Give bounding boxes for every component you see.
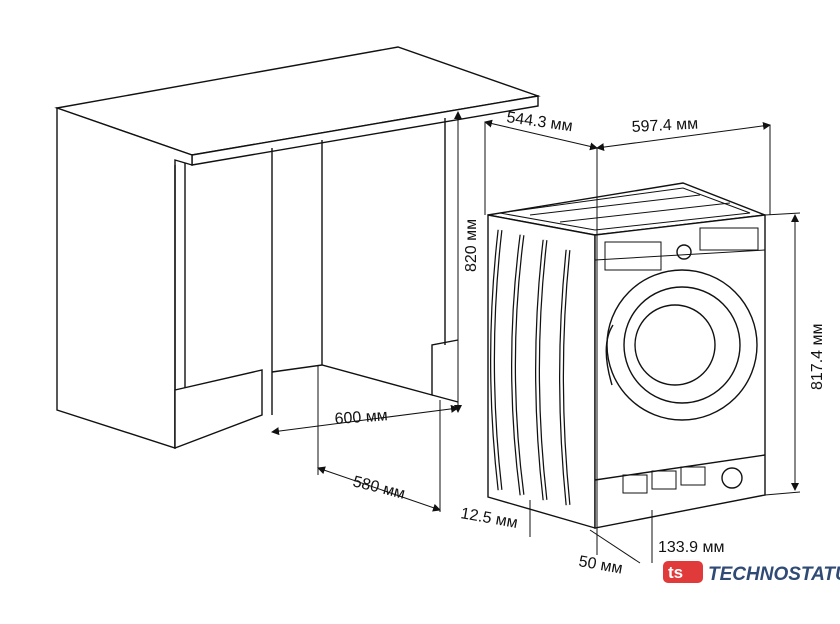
dim-niche-height: 820 мм [463, 219, 480, 272]
door-handle [605, 324, 614, 386]
dimension-lines [271, 111, 801, 564]
side-ribs [490, 229, 571, 506]
dim-foot-gap: 12.5 мм [459, 505, 519, 532]
logo-mark-text: ts [668, 563, 683, 582]
dim-niche-width: 600 мм [334, 407, 388, 428]
dim-depth-top: 544.3 мм [505, 109, 573, 135]
control-display [699, 227, 759, 251]
dim-plinth-height: 133.9 мм [658, 539, 724, 556]
dim-machine-height: 817.4 мм [809, 324, 826, 390]
logo-name: TECHNOSTATUS [708, 564, 840, 585]
washing-machine [487, 182, 766, 529]
kitchen-cabinet [54, 46, 541, 450]
program-knob-icon [676, 244, 692, 260]
dim-plinth-offset: 50 мм [577, 553, 624, 577]
logo-mark [663, 561, 703, 583]
technostatus-logo: ts TECHNOSTATUS [663, 561, 840, 585]
drain-filter [721, 467, 743, 489]
dim-niche-depth: 580 мм [351, 473, 407, 502]
dim-width-top: 597.4 мм [631, 116, 698, 136]
detergent-drawer [604, 241, 662, 271]
door-glass [634, 304, 716, 386]
